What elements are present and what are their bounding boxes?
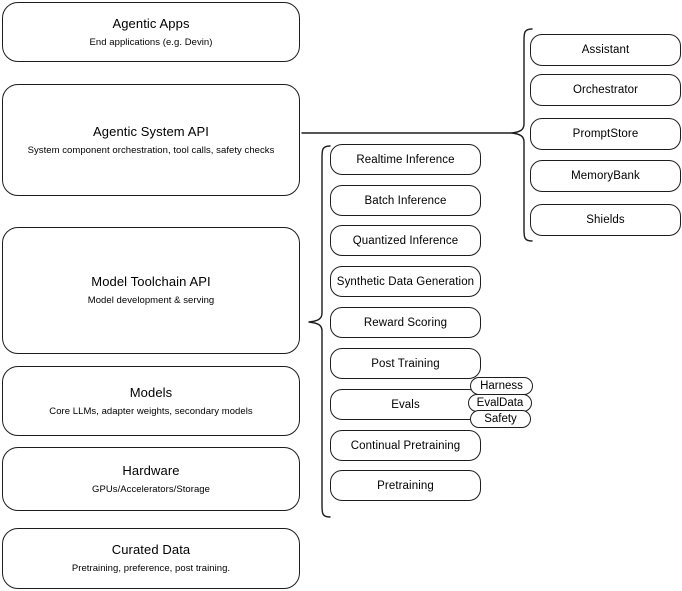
capability-quantized-inference[interactable]: Quantized Inference bbox=[330, 225, 481, 256]
layer-agentic-system-api[interactable]: Agentic System API System component orch… bbox=[2, 84, 300, 196]
capability-pretraining[interactable]: Pretraining bbox=[330, 470, 481, 501]
component-memorybank[interactable]: MemoryBank bbox=[530, 160, 681, 192]
layer-curated-data[interactable]: Curated Data Pretraining, preference, po… bbox=[2, 528, 300, 589]
layer-subtitle: End applications (e.g. Devin) bbox=[89, 36, 213, 48]
capability-evals[interactable]: Evals bbox=[330, 389, 481, 420]
component-label: Orchestrator bbox=[572, 84, 639, 96]
layer-model-toolchain-api[interactable]: Model Toolchain API Model development & … bbox=[2, 227, 300, 354]
layer-subtitle: Core LLMs, adapter weights, secondary mo… bbox=[49, 405, 253, 417]
capability-label: Realtime Inference bbox=[356, 153, 455, 166]
capability-label: Evals bbox=[391, 398, 420, 411]
capability-label: Batch Inference bbox=[364, 194, 447, 207]
eval-badge-label: Safety bbox=[484, 412, 517, 425]
capability-label: Continual Pretraining bbox=[350, 439, 461, 452]
capability-label: Synthetic Data Generation bbox=[336, 275, 475, 288]
capability-label: Quantized Inference bbox=[352, 234, 459, 247]
layer-title: Agentic Apps bbox=[112, 15, 190, 31]
eval-badge-label: EvalData bbox=[476, 396, 524, 409]
capability-batch-inference[interactable]: Batch Inference bbox=[330, 185, 481, 216]
capability-label: Post Training bbox=[371, 357, 440, 370]
layer-subtitle: System component orchestration, tool cal… bbox=[27, 144, 275, 156]
capability-label: Reward Scoring bbox=[363, 316, 448, 329]
layer-title: Hardware bbox=[122, 462, 180, 478]
layer-subtitle: Model development & serving bbox=[87, 295, 215, 306]
layer-title: Models bbox=[129, 384, 173, 400]
capability-synthetic-data-generation[interactable]: Synthetic Data Generation bbox=[330, 266, 481, 297]
capability-post-training[interactable]: Post Training bbox=[330, 348, 481, 379]
capability-label: Pretraining bbox=[377, 479, 434, 492]
eval-badge-label: Harness bbox=[480, 379, 523, 392]
eval-badge-safety[interactable]: Safety bbox=[470, 410, 531, 428]
capability-continual-pretraining[interactable]: Continual Pretraining bbox=[330, 430, 481, 461]
component-shields[interactable]: Shields bbox=[530, 204, 681, 236]
component-assistant[interactable]: Assistant bbox=[530, 34, 681, 66]
layer-subtitle: Pretraining, preference, post training. bbox=[71, 563, 231, 574]
layer-title: Model Toolchain API bbox=[91, 274, 211, 289]
layer-subtitle: GPUs/Accelerators/Storage bbox=[92, 483, 210, 495]
component-promptstore[interactable]: PromptStore bbox=[530, 118, 681, 150]
component-label: Shields bbox=[586, 214, 625, 226]
layer-models[interactable]: Models Core LLMs, adapter weights, secon… bbox=[2, 366, 300, 436]
component-label: PromptStore bbox=[572, 128, 639, 140]
layer-title: Curated Data bbox=[111, 542, 191, 557]
eval-badge-harness[interactable]: Harness bbox=[470, 377, 533, 395]
component-orchestrator[interactable]: Orchestrator bbox=[530, 74, 681, 106]
component-label: Assistant bbox=[581, 44, 630, 56]
capability-reward-scoring[interactable]: Reward Scoring bbox=[330, 307, 481, 338]
capability-realtime-inference[interactable]: Realtime Inference bbox=[330, 144, 481, 175]
bracket-system-components bbox=[511, 28, 533, 242]
layer-title: Agentic System API bbox=[93, 123, 209, 139]
bracket-toolchain-capabilities bbox=[308, 145, 331, 518]
layer-hardware[interactable]: Hardware GPUs/Accelerators/Storage bbox=[2, 447, 300, 511]
layer-agentic-apps[interactable]: Agentic Apps End applications (e.g. Devi… bbox=[2, 2, 300, 62]
component-label: MemoryBank bbox=[571, 170, 640, 182]
